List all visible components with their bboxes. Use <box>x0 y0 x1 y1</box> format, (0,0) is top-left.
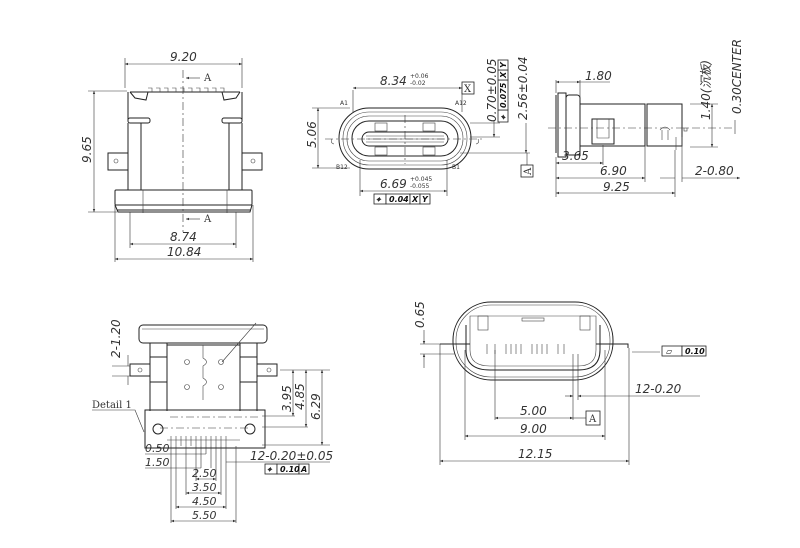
fcf-value: 0.075 <box>499 82 508 108</box>
end-view: 0.65 ⏥ 0.10 12-0.20 5.00 A 9.00 12.15 <box>413 301 707 465</box>
dim-height: 9.65 <box>80 136 94 163</box>
fcf-pins: ⌖ 0.10 A <box>264 463 310 475</box>
receptacle-outline <box>331 107 479 170</box>
dim-pitch-4-50: 4.50 <box>192 495 217 508</box>
pin-label-a1: A1 <box>340 100 348 107</box>
fcf-datum: A <box>300 465 307 474</box>
dim-offset: 0.70±0.05 <box>485 59 499 123</box>
fcf-value: 0.10 <box>685 347 705 356</box>
dim-4-85: 4.85 <box>293 383 307 410</box>
connector-outline <box>107 87 263 213</box>
dim-6-29: 6.29 <box>309 393 323 420</box>
dim-9-00: 9.00 <box>520 422 547 436</box>
dim-pitch-0-50: 0.50 <box>145 442 170 455</box>
dim-pin-width: 12-0.20±0.05 <box>250 449 333 463</box>
dim-width-top: 9.20 <box>170 50 197 64</box>
dim-pin-width: 2-0.80 <box>695 164 734 178</box>
pin-label-b12: B12 <box>336 164 348 171</box>
fcf-datum: Y <box>499 61 508 68</box>
dim-center: 0.30CENTER <box>730 39 744 114</box>
dim-pitch-3-50: 3.50 <box>192 481 217 494</box>
end-outline <box>440 301 629 381</box>
top-view: A A 9.20 9.65 8.74 10.84 <box>80 50 263 262</box>
section-label-bottom: A <box>203 214 212 225</box>
fcf-inner: ⌖ 0.04 X Y <box>373 193 431 205</box>
position-icon: ⌖ <box>499 114 508 120</box>
dim-pin-width: 12-0.20 <box>635 382 682 396</box>
centerline <box>325 115 485 164</box>
dim-width-bottom-inner: 8.74 <box>170 230 197 244</box>
flatness-fcf: ⏥ 0.10 <box>661 345 707 357</box>
dim-sink: 1.40(沉板) <box>699 60 713 120</box>
side-outline <box>555 92 688 158</box>
dim-width-outer-tol-plus: +0.06 <box>410 73 429 80</box>
fcf-datum: X <box>411 195 419 204</box>
dim-width-outer-tol-minus: -0.02 <box>410 80 426 87</box>
dim-pitch-2-50: 2.50 <box>192 467 217 480</box>
front-view: A1 A12 B12 B1 8.34 +0.06 -0.02 X 5.06 6.… <box>305 57 534 205</box>
datum-a: A <box>523 167 534 176</box>
dim-flange: 1.80 <box>585 69 612 83</box>
fcf-value: 0.04 <box>389 195 409 204</box>
dim-pitch-1-50: 1.50 <box>145 456 170 469</box>
side-view: 1.80 3.65 6.90 9.25 2-0.80 1.40(沉板) 0.30… <box>548 39 744 197</box>
dim-pitch-5-50: 5.50 <box>192 509 217 522</box>
dim-width-outer: 8.34 <box>380 74 407 88</box>
dim-width-inner: 6.69 <box>380 177 407 191</box>
dim-12-15: 12.15 <box>518 447 552 461</box>
dim-width-inner-tol-minus: -0.055 <box>410 183 430 190</box>
dim-height: 0.65 <box>413 301 427 328</box>
dim-height: 5.06 <box>305 121 319 148</box>
dim-width-inner-tol-plus: +0.045 <box>410 176 432 183</box>
dim-length: 9.25 <box>603 180 630 194</box>
fcf-datum: Y <box>422 195 429 204</box>
fcf-datum: X <box>499 71 508 79</box>
dim-height-to-datum: 2.56±0.04 <box>516 57 530 121</box>
dim-5-00: 5.00 <box>520 404 547 418</box>
dim-6-90: 6.90 <box>600 164 627 178</box>
dim-tab-width: 2-1.20 <box>109 319 123 358</box>
fcf-offset: ⌖ 0.075 X Y <box>497 59 509 123</box>
detail-label: Detail 1 <box>92 400 132 411</box>
fcf-value: 0.10 <box>280 465 300 474</box>
section-label-top: A <box>203 73 212 84</box>
dim-3-95: 3.95 <box>280 385 294 412</box>
pin-label-b1: B1 <box>452 164 460 171</box>
dim-3-65: 3.65 <box>562 149 589 163</box>
pin-label-a12: A12 <box>455 100 467 107</box>
flatness-icon: ⏥ <box>666 347 673 356</box>
position-icon: ⌖ <box>267 465 273 474</box>
pcb-outline <box>129 322 278 449</box>
dim-width-bottom-outer: 10.84 <box>167 245 201 259</box>
datum-a: A <box>588 414 597 425</box>
datum-x: X <box>464 84 472 95</box>
position-icon: ⌖ <box>376 195 382 204</box>
pcb-view: 2-1.20 Detail 1 3.95 4.85 6.29 0.50 1.50… <box>92 319 333 523</box>
